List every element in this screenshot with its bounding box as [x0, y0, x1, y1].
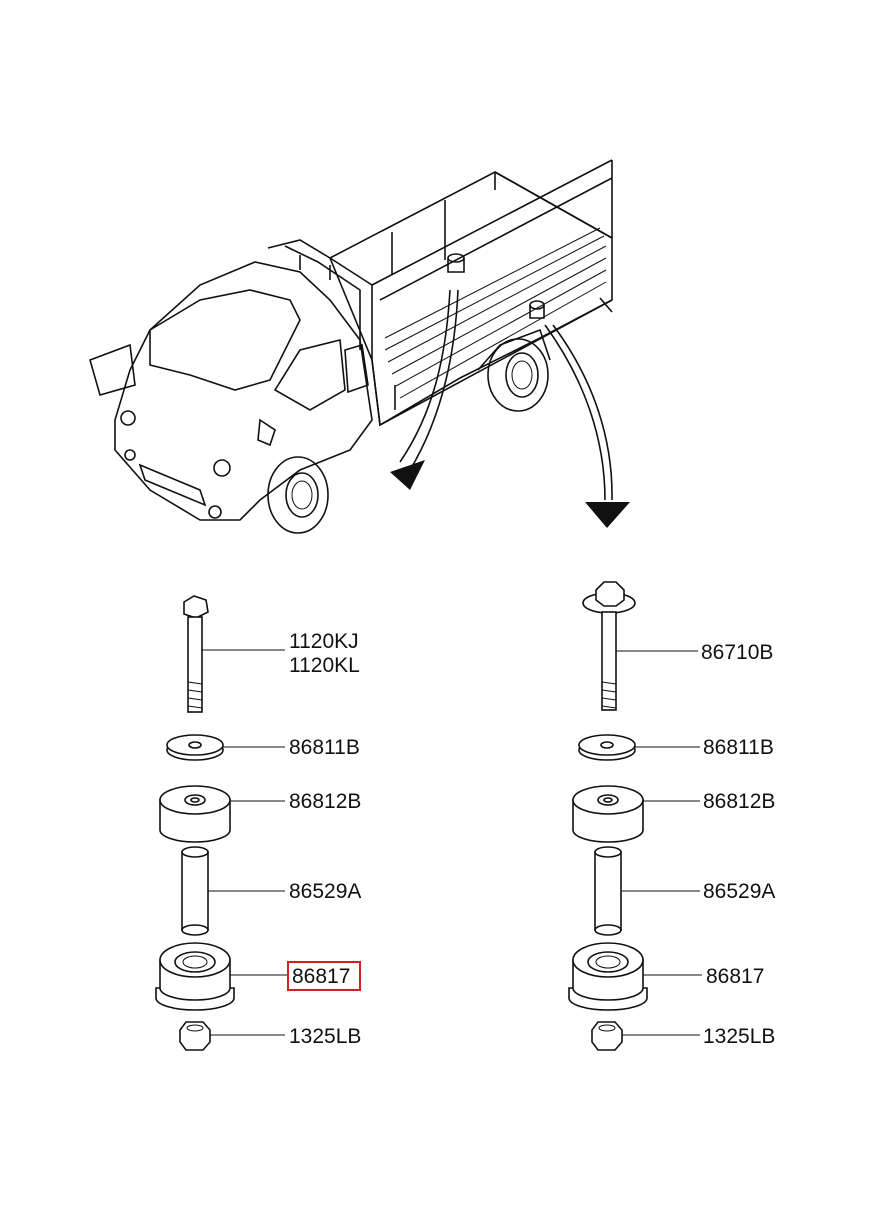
lower-mount-part-right	[568, 942, 648, 1011]
flanged-bolt-label: 86710B	[701, 641, 773, 664]
truck-illustration	[89, 159, 630, 534]
sleeve-label-right: 86529A	[703, 880, 775, 903]
right-column: 86710B 86811B 86812B 86529A	[568, 581, 775, 1051]
left-column: 1120KJ 1120KL 86811B 86812B 86529A	[155, 595, 361, 1051]
sleeve-label: 86529A	[289, 880, 361, 903]
upper-mount-label-right: 86812B	[703, 790, 775, 813]
upper-mount-part-right	[572, 785, 644, 843]
sleeve-part	[181, 846, 209, 936]
upper-mount-label: 86812B	[289, 790, 361, 813]
lower-mount-part	[155, 942, 235, 1011]
nut-label: 1325LB	[289, 1025, 361, 1048]
flanged-bolt-part	[582, 581, 636, 711]
washer-part-right	[578, 734, 636, 761]
upper-mount-part	[159, 785, 231, 843]
lower-mount-label: 86817	[292, 965, 350, 988]
nut-part	[179, 1021, 211, 1051]
washer-label: 86811B	[289, 736, 360, 759]
nut-label-right: 1325LB	[703, 1025, 775, 1048]
washer-label-right: 86811B	[703, 736, 774, 759]
highlight-box	[287, 961, 361, 991]
nut-part-right	[591, 1021, 623, 1051]
washer-part	[166, 734, 224, 761]
bolt-part	[183, 595, 209, 713]
sleeve-part-right	[594, 846, 622, 936]
bolt-label-1: 1120KJ	[289, 630, 359, 653]
bolt-label-2: 1120KL	[289, 654, 360, 677]
lower-mount-label-right: 86817	[706, 965, 764, 988]
